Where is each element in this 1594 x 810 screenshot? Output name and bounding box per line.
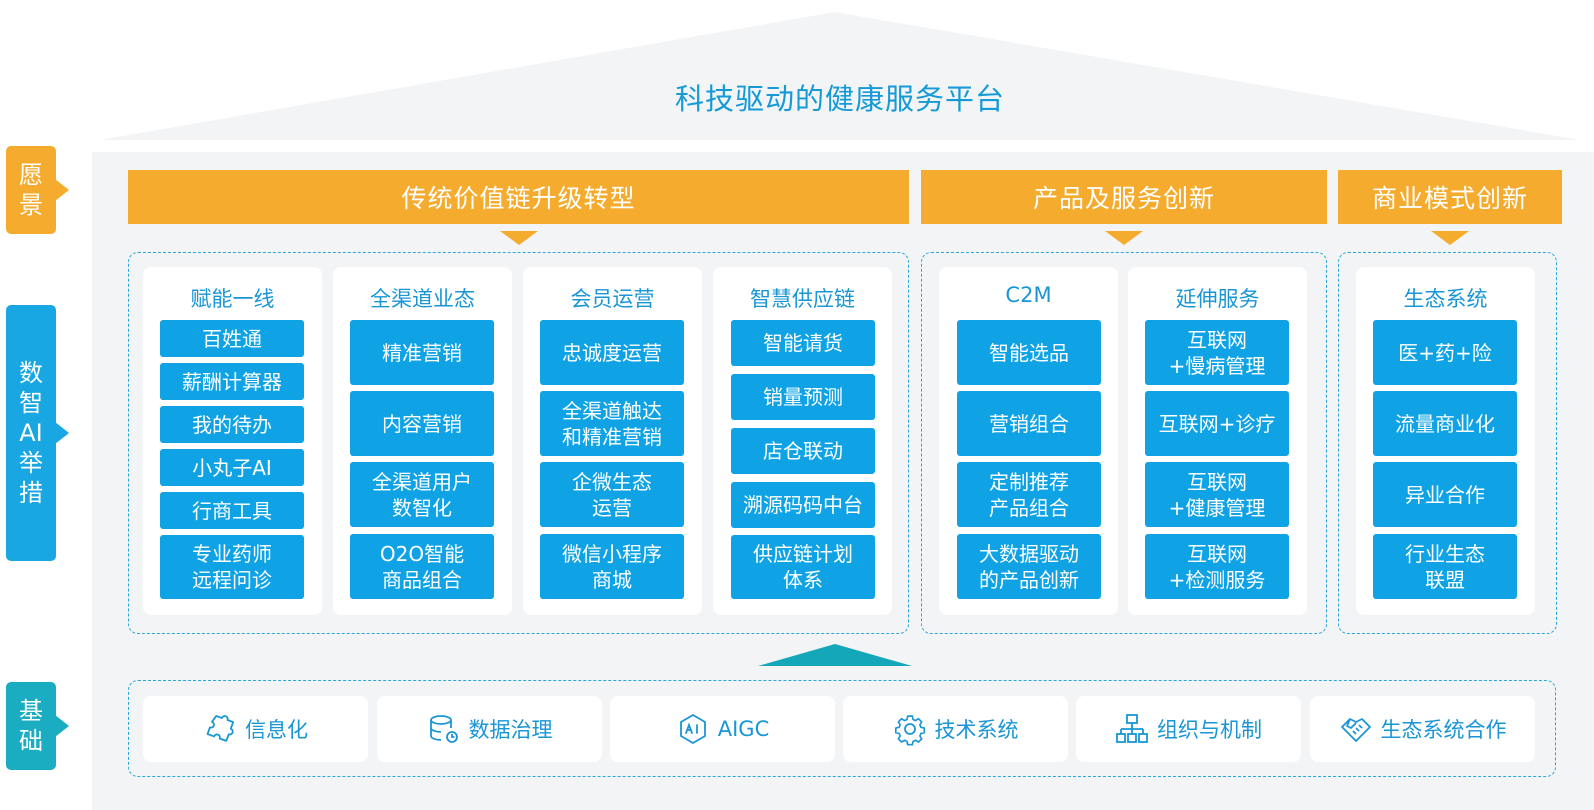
item-wecom-ecosystem[interactable]: 企微生态 运营: [540, 462, 684, 527]
item-chronic-care[interactable]: 互联网 +慢病管理: [1145, 320, 1289, 385]
banner-value-chain: 传统价值链升级转型: [128, 170, 909, 245]
item-traffic-monetization[interactable]: 流量商业化: [1373, 391, 1517, 456]
item-sales-tools[interactable]: 行商工具: [160, 492, 304, 529]
group-value-chain: [128, 252, 909, 634]
item-xiaowanzi-ai[interactable]: 小丸子AI: [160, 449, 304, 486]
foundation-label: 信息化: [245, 718, 308, 742]
item-industry-alliance[interactable]: 行业生态 联盟: [1373, 534, 1517, 599]
foundation-tech-systems[interactable]: 技术系统: [843, 696, 1068, 762]
org-chart-icon: [1116, 714, 1148, 743]
item-health-management[interactable]: 互联网 +健康管理: [1145, 462, 1289, 527]
side-tab-foundation: 基础: [6, 682, 69, 770]
group-product-service: [921, 252, 1327, 634]
handshake-icon: [1340, 718, 1371, 742]
item-traceability-platform[interactable]: 溯源码码中台: [731, 482, 875, 528]
foundation-org-mechanism[interactable]: 组织与机制: [1076, 696, 1301, 762]
item-content-marketing[interactable]: 内容营销: [350, 391, 494, 456]
item-bigdata-innovation[interactable]: 大数据驱动 的产品创新: [957, 534, 1101, 599]
foundation-label: 生态系统合作: [1380, 718, 1507, 742]
foundation-label: 数据治理: [468, 718, 553, 742]
item-wechat-mini-mall[interactable]: 微信小程序 商城: [540, 534, 684, 599]
item-smart-selection[interactable]: 智能选品: [957, 320, 1101, 385]
column-title: C2M: [1005, 283, 1052, 307]
gear-icon: [894, 715, 925, 746]
foundation-label: AIGC: [717, 717, 770, 741]
foundation-informatization[interactable]: 信息化: [143, 696, 368, 762]
column-title: 延伸服务: [1175, 287, 1260, 311]
item-salary-calculator[interactable]: 薪酬计算器: [160, 363, 304, 400]
item-custom-recommend[interactable]: 定制推荐 产品组合: [957, 462, 1101, 527]
banner-business-model: 商业模式创新: [1338, 170, 1562, 245]
item-pharmacist-consult[interactable]: 专业药师 远程问诊: [160, 535, 304, 599]
item-precision-marketing[interactable]: 精准营销: [350, 320, 494, 385]
item-medical-pharma-insurance[interactable]: 医+药+险: [1373, 320, 1517, 385]
item-omnichannel-users[interactable]: 全渠道用户 数智化: [350, 462, 494, 527]
banner-product-service: 产品及服务创新: [921, 170, 1327, 245]
item-loyalty-ops[interactable]: 忠诚度运营: [540, 320, 684, 385]
foundation-label: 技术系统: [934, 718, 1019, 742]
item-sales-forecast[interactable]: 销量预测: [731, 374, 875, 420]
foundation-aigc[interactable]: AIGC: [610, 696, 835, 762]
platform-title: 科技驱动的健康服务平台: [674, 82, 1005, 116]
item-marketing-mix[interactable]: 营销组合: [957, 391, 1101, 456]
item-testing-services[interactable]: 互联网 +检测服务: [1145, 534, 1289, 599]
foundation-data-governance[interactable]: 数据治理: [377, 696, 602, 762]
side-label-ai-1: 智: [19, 389, 43, 417]
item-my-todo[interactable]: 我的待办: [160, 406, 304, 443]
column-title: 赋能一线: [190, 287, 275, 311]
foundation-label: 组织与机制: [1157, 718, 1262, 742]
item-internet-diagnosis[interactable]: 互联网+诊疗: [1145, 391, 1289, 456]
column-title: 会员运营: [570, 287, 655, 311]
puzzle-icon: [206, 715, 235, 742]
item-smart-replenish[interactable]: 智能请货: [731, 320, 875, 366]
item-store-warehouse-link[interactable]: 店仓联动: [731, 428, 875, 474]
side-label-ai-3: 举: [19, 449, 43, 477]
side-label-ai-4: 措: [19, 479, 43, 507]
up-arrow: [758, 644, 912, 666]
ai-chip-icon: [679, 713, 706, 745]
side-tab-ai-measures: 数 智 AI 举 措: [6, 305, 69, 561]
item-supply-plan-system[interactable]: 供应链计划 体系: [731, 535, 875, 599]
group-business-model: [1338, 252, 1557, 634]
column-title: 智慧供应链: [750, 287, 855, 311]
side-label-ai-2: AI: [19, 419, 43, 447]
item-baixingtong[interactable]: 百姓通: [160, 320, 304, 357]
item-omnichannel-reach[interactable]: 全渠道触达 和精准营销: [540, 391, 684, 456]
roof-shape: [100, 12, 1580, 140]
column-title: 全渠道业态: [370, 287, 475, 311]
database-icon: [429, 715, 458, 743]
foundation-ecosystem-cooperation[interactable]: 生态系统合作: [1310, 696, 1535, 762]
item-cross-industry[interactable]: 异业合作: [1373, 462, 1517, 527]
group-foundation: [128, 680, 1556, 777]
side-tab-vision: 愿景: [6, 146, 69, 234]
column-title: 生态系统: [1403, 287, 1488, 311]
item-o2o-product-mix[interactable]: O2O智能 商品组合: [350, 534, 494, 599]
side-label-foundation: 基础: [19, 697, 43, 755]
side-label-ai-0: 数: [19, 359, 43, 387]
side-label-vision: 愿景: [19, 161, 43, 219]
